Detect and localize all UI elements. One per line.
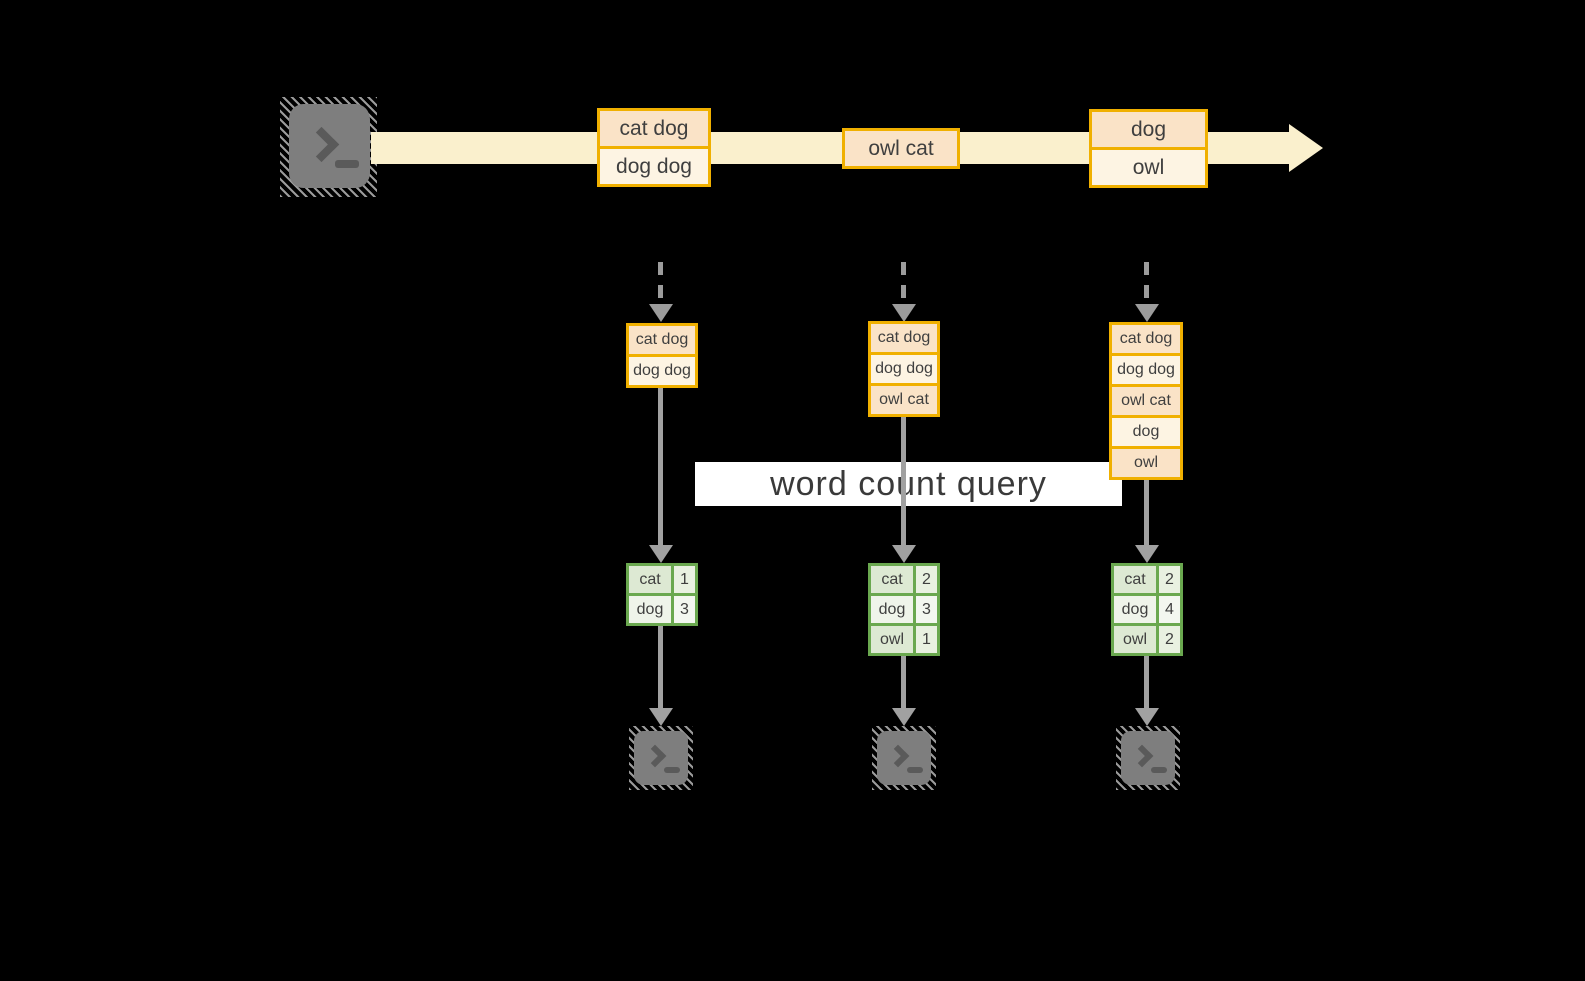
record: cat dog	[871, 324, 937, 352]
record: dog dog	[871, 352, 937, 383]
terminal-icon	[280, 97, 377, 197]
query-arrow	[901, 417, 906, 546]
count-cell: 3	[916, 596, 937, 623]
table-row: cat 2	[1114, 566, 1180, 593]
prompt-chevron-icon	[1130, 744, 1154, 768]
table-row: dog 3	[871, 596, 937, 623]
word-count-table: cat 1 dog 3	[626, 563, 698, 626]
table-row: owl 2	[1114, 626, 1180, 653]
table-row: owl 1	[871, 626, 937, 653]
prompt-underscore-icon	[1151, 767, 1167, 773]
dashed-arrow	[1144, 262, 1149, 304]
dashed-arrowhead-icon	[649, 304, 673, 322]
count-cell: 2	[1159, 566, 1180, 593]
terminal-body	[877, 731, 931, 785]
sink-arrow	[658, 626, 663, 708]
terminal-body	[289, 104, 370, 188]
stream-batch: cat dog dog dog	[597, 108, 711, 187]
count-cell: 3	[674, 596, 695, 623]
record: owl cat	[845, 131, 957, 166]
dashed-arrow	[658, 262, 663, 304]
prompt-chevron-icon	[643, 744, 667, 768]
record: owl cat	[871, 383, 937, 414]
word-cell: cat	[871, 566, 913, 593]
prompt-chevron-icon	[886, 744, 910, 768]
query-arrow	[658, 388, 663, 546]
query-arrowhead-icon	[892, 545, 916, 563]
micro-batch-input: cat dog dog dog	[626, 323, 698, 388]
count-cell: 4	[1159, 596, 1180, 623]
word-cell: owl	[1114, 626, 1156, 653]
table-row: cat 2	[871, 566, 937, 593]
prompt-underscore-icon	[335, 160, 359, 168]
count-cell: 1	[916, 626, 937, 653]
terminal-body	[634, 731, 688, 785]
record: owl	[1092, 147, 1205, 185]
record: dog dog	[629, 354, 695, 385]
record: dog dog	[600, 146, 708, 184]
record: dog	[1112, 415, 1180, 446]
sink-arrowhead-icon	[649, 708, 673, 726]
table-row: cat 1	[629, 566, 695, 593]
dashed-arrowhead-icon	[1135, 304, 1159, 322]
word-cell: dog	[1114, 596, 1156, 623]
prompt-chevron-icon	[303, 126, 340, 163]
query-label: word count query	[770, 464, 1047, 503]
sink-arrow	[901, 656, 906, 708]
dashed-arrowhead-icon	[892, 304, 916, 322]
word-count-table: cat 2 dog 4 owl 2	[1111, 563, 1183, 656]
count-cell: 2	[1159, 626, 1180, 653]
terminal-icon	[629, 726, 693, 790]
record: cat dog	[600, 111, 708, 146]
word-count-table: cat 2 dog 3 owl 1	[868, 563, 940, 656]
prompt-underscore-icon	[664, 767, 680, 773]
table-row: dog 3	[629, 596, 695, 623]
stream-batch: dog owl	[1089, 109, 1208, 188]
sink-arrowhead-icon	[892, 708, 916, 726]
terminal-body	[1121, 731, 1175, 785]
stream-batch: owl cat	[842, 128, 960, 169]
query-arrowhead-icon	[1135, 545, 1159, 563]
query-arrow	[1144, 480, 1149, 546]
micro-batch-input: cat dog dog dog owl cat dog owl	[1109, 322, 1183, 480]
word-cell: dog	[871, 596, 913, 623]
record: owl cat	[1112, 384, 1180, 415]
word-cell: owl	[871, 626, 913, 653]
record: owl	[1112, 446, 1180, 477]
record: dog	[1092, 112, 1205, 147]
input-stream-arrowhead-icon	[1289, 124, 1323, 172]
record: dog dog	[1112, 353, 1180, 384]
dashed-arrow	[901, 262, 906, 304]
sink-arrowhead-icon	[1135, 708, 1159, 726]
terminal-icon	[872, 726, 936, 790]
sink-arrow	[1144, 656, 1149, 708]
word-cell: cat	[629, 566, 671, 593]
record: cat dog	[629, 326, 695, 354]
word-cell: cat	[1114, 566, 1156, 593]
word-cell: dog	[629, 596, 671, 623]
count-cell: 1	[674, 566, 695, 593]
micro-batch-input: cat dog dog dog owl cat	[868, 321, 940, 417]
query-label-band: word count query	[695, 462, 1122, 506]
prompt-underscore-icon	[907, 767, 923, 773]
count-cell: 2	[916, 566, 937, 593]
terminal-icon	[1116, 726, 1180, 790]
record: cat dog	[1112, 325, 1180, 353]
table-row: dog 4	[1114, 596, 1180, 623]
query-arrowhead-icon	[649, 545, 673, 563]
